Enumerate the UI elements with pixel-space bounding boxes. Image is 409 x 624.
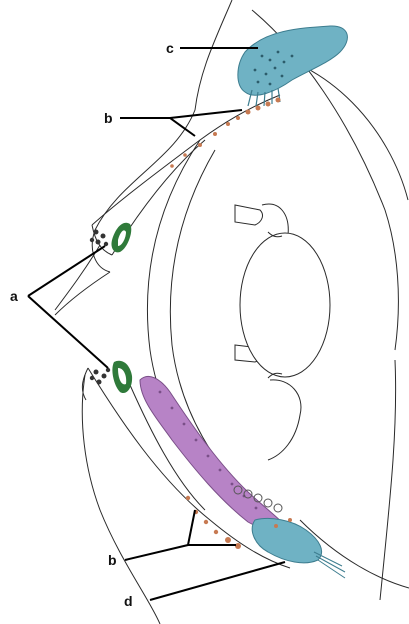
label-d: d xyxy=(124,593,133,609)
lower-lid-margin-glands xyxy=(90,361,132,393)
lens xyxy=(240,232,330,378)
label-c: c xyxy=(166,40,174,56)
lacrimal-gland xyxy=(238,26,348,106)
label-a: a xyxy=(10,288,18,304)
label-b-bottom: b xyxy=(108,552,117,568)
lacrimal-sac xyxy=(252,518,345,578)
label-b-top: b xyxy=(104,110,113,126)
orbit-outline xyxy=(55,0,398,624)
tarsal-gland xyxy=(140,376,286,529)
